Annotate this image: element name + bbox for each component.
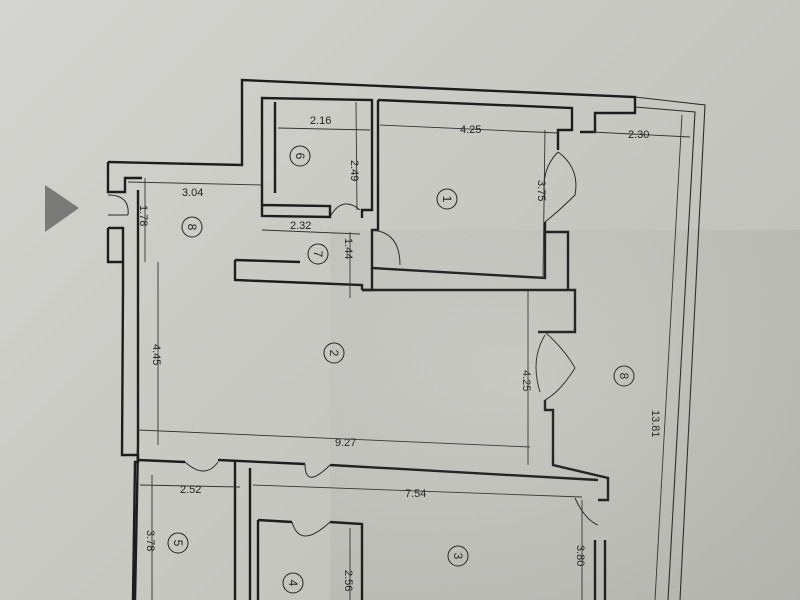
dim-line-2-16 bbox=[277, 127, 371, 131]
dim-line-7-54 bbox=[252, 484, 583, 498]
room-marker-8-right: 8 bbox=[613, 365, 635, 387]
room-number-8-left: 8 bbox=[185, 224, 199, 231]
room-marker-2: 2 bbox=[323, 342, 345, 364]
outer-wall-left bbox=[106, 228, 140, 600]
room-number-4: 4 bbox=[286, 580, 300, 587]
dim-label-3-78: 3.78 bbox=[144, 530, 156, 551]
room-number-6: 6 bbox=[293, 153, 307, 160]
dim-label-9-27: 9.27 bbox=[335, 437, 356, 449]
door-arc-room-6 bbox=[329, 203, 361, 218]
door-arc-room-4 bbox=[291, 521, 331, 537]
door-arc-balcony bbox=[574, 497, 599, 526]
room-number-7: 7 bbox=[311, 251, 325, 258]
dim-label-3-04: 3.04 bbox=[182, 187, 203, 199]
dim-line-9-27 bbox=[137, 429, 531, 448]
room-4-top-right bbox=[329, 520, 364, 600]
door-arc-room-5 bbox=[184, 461, 219, 472]
dim-label-7-54: 7.54 bbox=[405, 488, 426, 500]
door-arc-room-1 bbox=[543, 151, 577, 223]
dim-label-1-78: 1.78 bbox=[137, 205, 149, 226]
room-marker-4: 4 bbox=[282, 572, 304, 594]
wall-2-3 bbox=[137, 458, 186, 464]
dim-line-3-04 bbox=[127, 181, 263, 186]
room-6-bottom bbox=[260, 190, 332, 219]
room-4-top bbox=[257, 518, 293, 524]
wall-5-top bbox=[217, 458, 306, 466]
door-arc-room-3 bbox=[304, 463, 331, 478]
balcony-outline-outer bbox=[634, 96, 706, 600]
dim-label-1-44: 1.44 bbox=[342, 238, 354, 259]
room-number-8-right: 8 bbox=[617, 373, 631, 380]
dim-label-2-52: 2.52 bbox=[180, 484, 201, 496]
dim-label-4-25-mid: 4.25 bbox=[520, 370, 532, 391]
dim-line-2-49 bbox=[355, 101, 358, 211]
room-1-top bbox=[377, 98, 574, 150]
dim-label-2-56: 2.56 bbox=[342, 570, 354, 591]
room-marker-5: 5 bbox=[167, 532, 189, 554]
dim-line-3-75 bbox=[542, 129, 546, 279]
room-number-1: 1 bbox=[440, 196, 454, 203]
corridor-7-wall bbox=[233, 260, 364, 290]
dim-line-2-32 bbox=[261, 229, 361, 235]
room-1-wall bbox=[370, 100, 570, 290]
triangle-right-icon[interactable] bbox=[45, 185, 79, 232]
outer-wall-upper bbox=[107, 78, 637, 167]
inner-wall-left bbox=[108, 226, 125, 262]
dim-label-13-81: 13.81 bbox=[649, 410, 661, 438]
wall-3-top bbox=[329, 463, 599, 482]
room-marker-6: 6 bbox=[289, 145, 311, 167]
door-arc-room-2 bbox=[535, 331, 576, 401]
dim-label-4-45: 4.45 bbox=[150, 344, 162, 365]
dim-label-2-32: 2.32 bbox=[290, 220, 311, 232]
room-marker-7: 7 bbox=[307, 243, 329, 265]
door-arc-room-7 bbox=[371, 229, 401, 266]
dim-label-3-80: 3.80 bbox=[574, 545, 586, 566]
dim-label-2-49: 2.49 bbox=[348, 160, 360, 181]
room-marker-1: 1 bbox=[436, 188, 458, 210]
dim-label-4-25-top: 4.25 bbox=[460, 124, 481, 136]
room-number-5: 5 bbox=[171, 540, 185, 547]
dim-line-13-81 bbox=[654, 114, 683, 600]
room-marker-8-left: 8 bbox=[181, 216, 203, 238]
dim-line-4-25-top bbox=[379, 124, 559, 134]
room-2-right-wall bbox=[543, 400, 610, 502]
corridor-7-right bbox=[362, 268, 374, 292]
room-number-2: 2 bbox=[327, 350, 341, 357]
dim-line-2-52 bbox=[139, 484, 241, 488]
dim-label-2-30: 2.30 bbox=[628, 129, 649, 141]
dim-label-3-75: 3.75 bbox=[535, 180, 547, 201]
room-marker-3: 3 bbox=[447, 545, 469, 567]
room-6-wall bbox=[260, 96, 374, 218]
dim-line-2-30 bbox=[591, 131, 691, 138]
outer-wall-left-top bbox=[106, 162, 142, 194]
dim-label-2-16: 2.16 bbox=[310, 115, 331, 127]
corridor-7-top bbox=[234, 258, 301, 264]
door-arc-left bbox=[107, 194, 129, 216]
balcony-outline-inner bbox=[634, 106, 696, 600]
wall-1-2 bbox=[362, 288, 577, 334]
wall-left-inner-line bbox=[133, 190, 140, 600]
room-number-3: 3 bbox=[451, 553, 465, 560]
